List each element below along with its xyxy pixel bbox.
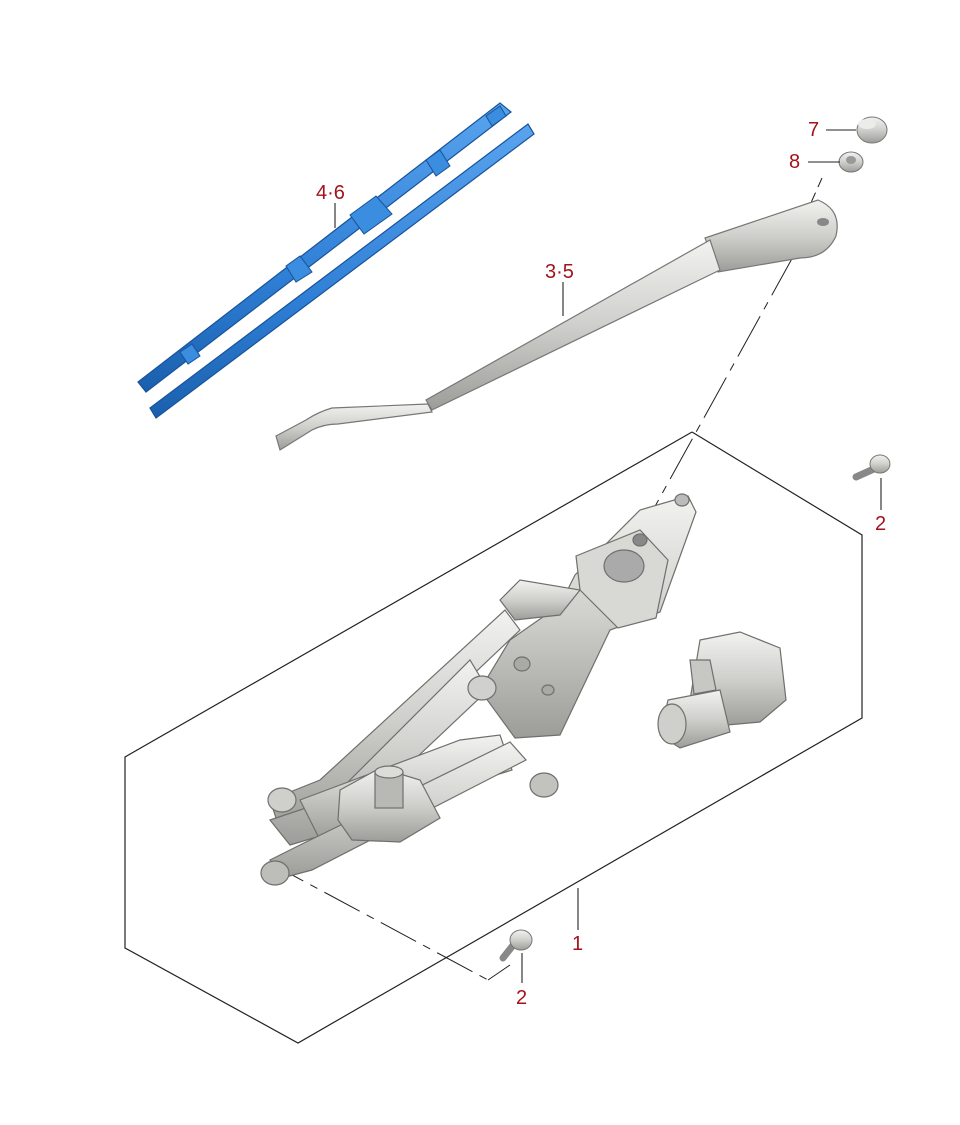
wiper-blade	[137, 102, 535, 419]
callout-2-bottom: 2	[516, 987, 528, 1009]
callout-7: 7	[808, 119, 820, 141]
wiper-arm	[275, 199, 838, 451]
bolt-top	[852, 454, 891, 481]
callout-3-5: 3·5	[545, 261, 574, 283]
cap	[856, 116, 888, 144]
callout-2-top: 2	[875, 513, 887, 535]
callout-8: 8	[789, 151, 801, 173]
assembly-outline	[124, 431, 863, 1044]
wiper-motor	[657, 631, 787, 749]
nut	[838, 151, 864, 173]
leader-lines	[334, 129, 882, 983]
wiper-linkage	[260, 493, 697, 886]
callout-4-6: 4·6	[316, 182, 345, 204]
guide-lines	[267, 177, 823, 981]
bolt-bottom	[499, 929, 533, 962]
callout-1: 1	[572, 933, 584, 955]
